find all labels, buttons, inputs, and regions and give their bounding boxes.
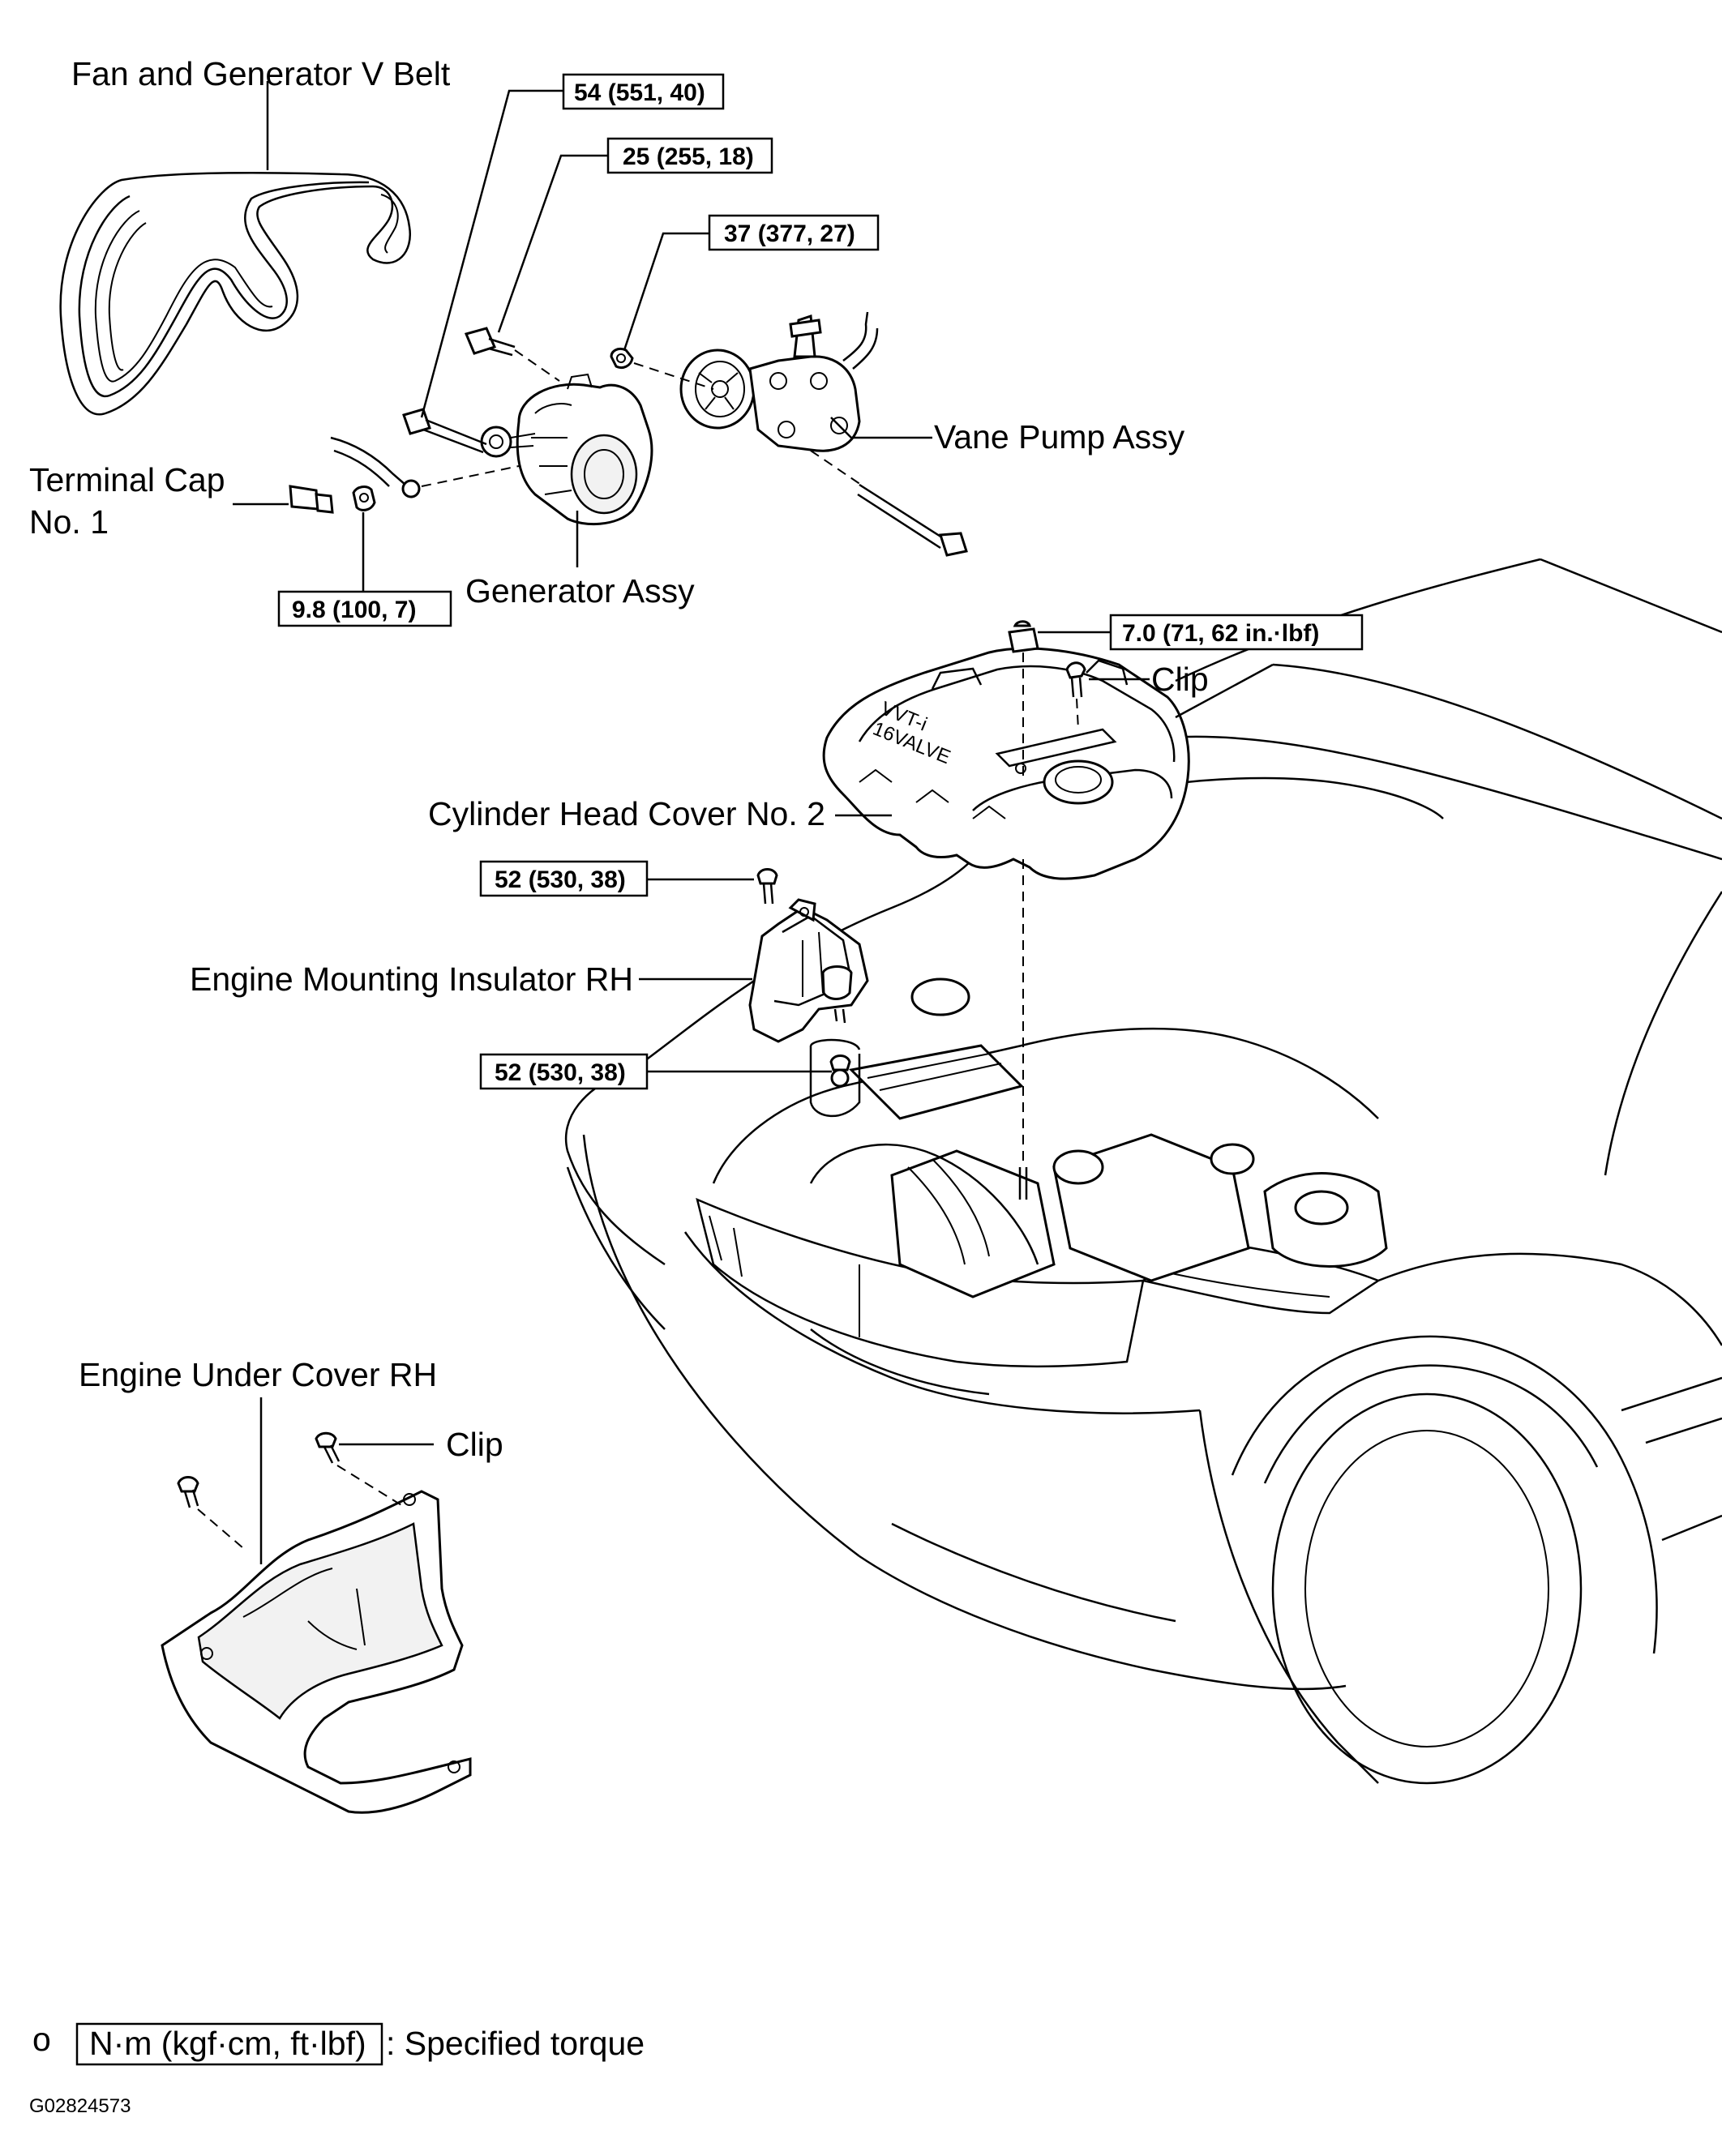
legend-units: N·m (kgf·cm, ft·lbf) <box>89 2025 366 2062</box>
label-clip-bottom: Clip <box>446 1426 503 1463</box>
label-clip-top: Clip <box>1151 661 1209 698</box>
torque-box-7-0: 7.0 (71, 62 in.·lbf) <box>1109 614 1364 651</box>
leader-lines <box>233 81 1274 1564</box>
label-generator-assy: Generator Assy <box>465 572 695 610</box>
vane-pump-drawing <box>610 311 968 557</box>
label-cylinder-head-cover: Cylinder Head Cover No. 2 <box>428 795 825 832</box>
torque-legend: o N·m (kgf·cm, ft·lbf) : Specified torqu… <box>32 2021 645 2066</box>
terminal-parts <box>289 436 520 514</box>
torque-value: 54 (551, 40) <box>574 79 705 106</box>
engine-under-cover-drawing <box>161 1431 472 1814</box>
torque-value: 9.8 (100, 7) <box>292 597 416 623</box>
torque-value: 37 (377, 27) <box>724 220 855 247</box>
torque-box-37: 37 (377, 27) <box>708 214 880 251</box>
label-engine-mounting-insulator: Engine Mounting Insulator RH <box>190 960 633 998</box>
torque-box-9-8: 9.8 (100, 7) <box>277 590 452 627</box>
legend-meaning: : Specified torque <box>386 2025 645 2062</box>
engine-mount-drawing <box>748 868 869 1072</box>
label-vane-pump-assy: Vane Pump Assy <box>934 418 1185 456</box>
vehicle-body-drawing <box>564 558 1722 1785</box>
cylinder-head-cover-drawing: VVT-i 16VALVE <box>822 647 1190 880</box>
torque-box-54: 54 (551, 40) <box>562 73 725 110</box>
generator-bolts <box>402 327 560 454</box>
generator-assy-drawing <box>480 373 653 526</box>
torque-value: 7.0 (71, 62 in.·lbf) <box>1122 620 1319 647</box>
v-belt-drawing <box>59 172 412 416</box>
label-engine-under-cover: Engine Under Cover RH <box>79 1356 437 1393</box>
legend-bullet: o <box>32 2021 51 2058</box>
torque-value: 25 (255, 18) <box>623 143 754 170</box>
label-terminal-cap-no1: No. 1 <box>29 503 109 541</box>
torque-box-52-lower: 52 (530, 38) <box>479 1053 649 1090</box>
label-fan-generator-v-belt: Fan and Generator V Belt <box>71 55 451 92</box>
torque-value: 52 (530, 38) <box>495 866 626 893</box>
figure-id: G02824573 <box>29 2095 131 2117</box>
torque-box-52-upper: 52 (530, 38) <box>479 860 649 897</box>
torque-box-25: 25 (255, 18) <box>606 137 773 174</box>
torque-value: 52 (530, 38) <box>495 1059 626 1086</box>
label-terminal-cap: Terminal Cap <box>29 461 225 498</box>
engine-bay-drawing <box>712 776 1444 1298</box>
cover-fasteners <box>1008 620 1086 1200</box>
